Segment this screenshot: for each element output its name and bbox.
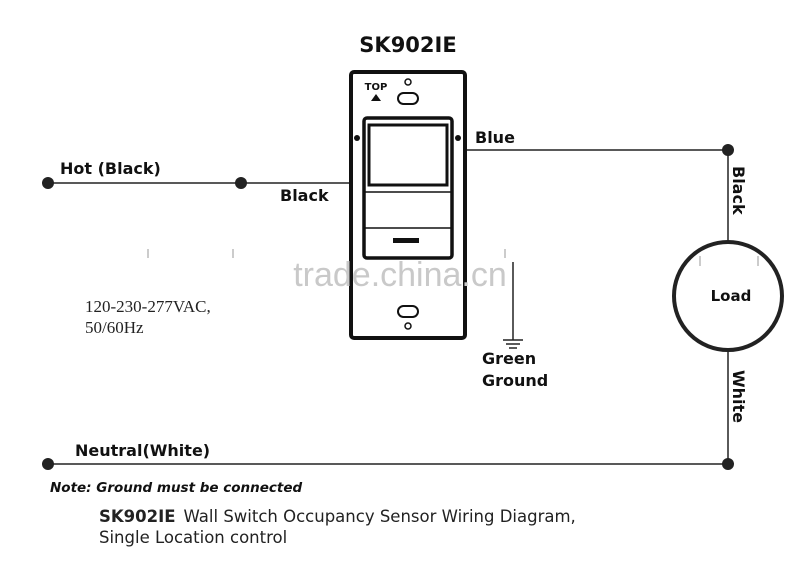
neutral-terminal-dot [42,458,54,470]
ground-symbol [503,339,523,349]
indicator-led [393,238,419,243]
load-black-label: Black [729,166,748,215]
screw-bottom-icon [404,322,412,330]
neutral-corner-dot [722,458,734,470]
caption-description: Wall Switch Occupancy Sensor Wiring Diag… [184,507,576,526]
caption-line-2: Single Location control [99,528,287,547]
hot-label: Hot (Black) [60,159,161,178]
neutral-label: Neutral(White) [75,441,210,460]
ground-note: Note: Ground must be connected [50,480,303,496]
black-wire-label: Black [280,186,329,205]
sensor-lens [367,123,449,187]
mount-slot-top [397,92,419,105]
green-label: Green [482,349,536,368]
wall-switch-sensor: TOP [349,70,467,340]
top-marker-text: TOP [365,82,388,93]
mount-slot-bottom [397,305,419,318]
terminal-left-dot [354,135,360,141]
ground-label: Ground [482,371,548,390]
frequency-label: 50/60Hz [85,318,144,337]
voltage-label: 120-230-277VAC, [85,297,211,316]
blue-wire-label: Blue [475,128,515,147]
screw-top-icon [404,78,412,86]
top-arrow-icon [371,94,381,101]
terminal-right-dot [455,135,461,141]
caption-model: SK902IE [99,507,176,526]
hot-junction-dot [235,177,247,189]
load-symbol [672,240,784,352]
diagram-title: SK902IE [359,33,456,57]
caption-line-1: SK902IE Wall Switch Occupancy Sensor Wiri… [99,507,576,526]
load-white-label: White [729,370,748,423]
hot-terminal-dot [42,177,54,189]
watermark: trade.china.cn [293,256,507,294]
load-label: Load [711,287,752,305]
